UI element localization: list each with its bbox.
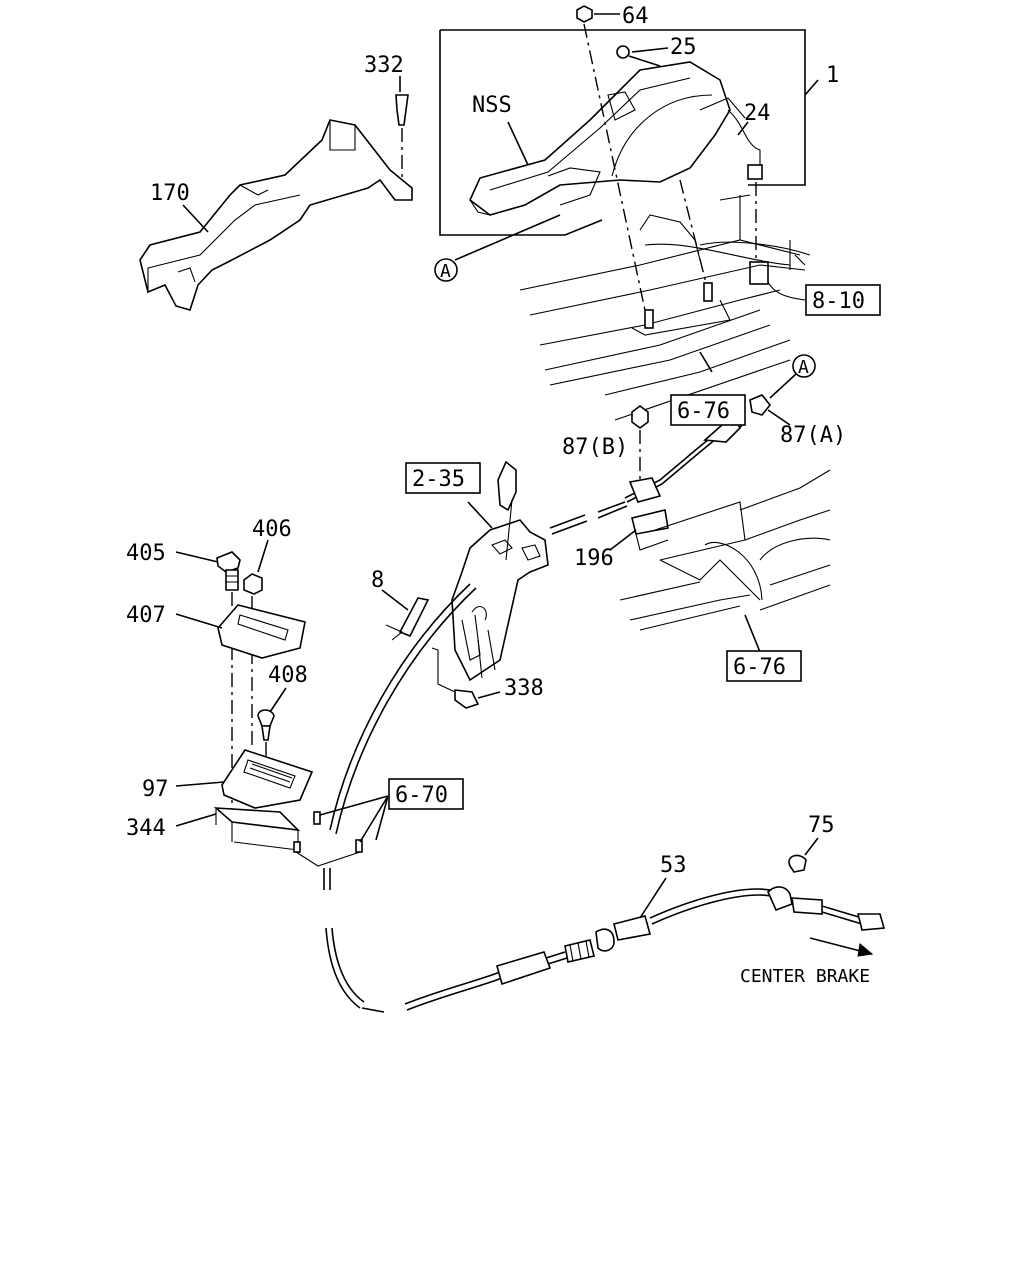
nut-64 — [576, 5, 647, 316]
callout-1: 1 — [826, 63, 839, 88]
ref-box-8-10 — [805, 284, 881, 316]
ref-label-8-10: 8-10 — [812, 289, 865, 314]
callout-25: 25 — [670, 35, 697, 60]
callout-a-2: A — [798, 357, 809, 378]
screw-25 — [616, 45, 669, 67]
plate-407 — [175, 604, 306, 659]
nut-87b — [631, 405, 649, 485]
callout-332: 332 — [364, 53, 404, 78]
callout-87b: 87(B) — [562, 435, 628, 460]
upper-leaders — [454, 79, 819, 261]
plate-97 — [175, 749, 314, 809]
floor-panel-lower — [619, 469, 831, 653]
console-assembly-frame — [439, 29, 806, 236]
ref-box-6-76-upper — [670, 394, 746, 426]
callout-196: 196 — [574, 546, 614, 571]
clip-332 — [395, 94, 409, 190]
ref-box-6-70 — [388, 778, 464, 810]
reference-marker-a-1 — [434, 258, 458, 282]
callout-a-1: A — [440, 261, 451, 282]
reference-marker-a-2 — [769, 354, 816, 399]
callout-53: 53 — [660, 853, 687, 878]
callout-87a: 87(A) — [780, 423, 846, 448]
parking-brake-lever — [451, 460, 549, 682]
pad-344 — [175, 807, 301, 851]
grip-8 — [381, 589, 430, 641]
callout-8: 8 — [371, 568, 384, 593]
callout-407: 407 — [126, 603, 166, 628]
clip-408 — [257, 687, 287, 765]
callout-64: 64 — [622, 4, 649, 29]
bracket-196 — [609, 509, 669, 551]
ref-label-6-70: 6-70 — [395, 783, 448, 808]
ref-box-2-35 — [405, 462, 481, 494]
ref-label-6-76-lower: 6-76 — [733, 655, 786, 680]
bracket-170 — [139, 76, 413, 311]
console-nss-part — [469, 61, 746, 216]
callout-406: 406 — [252, 517, 292, 542]
ref-label-6-76-upper: 6-76 — [677, 399, 730, 424]
callout-75: 75 — [808, 813, 835, 838]
callout-344: 344 — [126, 816, 166, 841]
harness-connector-part — [727, 109, 806, 301]
callout-170: 170 — [150, 181, 190, 206]
ref-box-6-76-lower — [726, 650, 802, 682]
callout-97: 97 — [142, 777, 169, 802]
callout-408: 408 — [268, 663, 308, 688]
floor-panel-upper — [519, 179, 811, 421]
bolt-338 — [431, 647, 501, 709]
grommet-87a — [749, 394, 791, 426]
callout-nss: NSS — [472, 93, 512, 118]
center-brake-label: CENTER BRAKE — [740, 966, 870, 987]
nut-406 — [243, 539, 269, 748]
direction-arrow — [809, 937, 874, 957]
ref-label-2-35: 2-35 — [412, 467, 465, 492]
clips-6-70 — [293, 795, 389, 867]
callout-338: 338 — [504, 676, 544, 701]
brake-cable-53 — [323, 583, 886, 1013]
callout-24: 24 — [744, 101, 771, 126]
callout-405: 405 — [126, 541, 166, 566]
clip-75 — [788, 837, 819, 873]
